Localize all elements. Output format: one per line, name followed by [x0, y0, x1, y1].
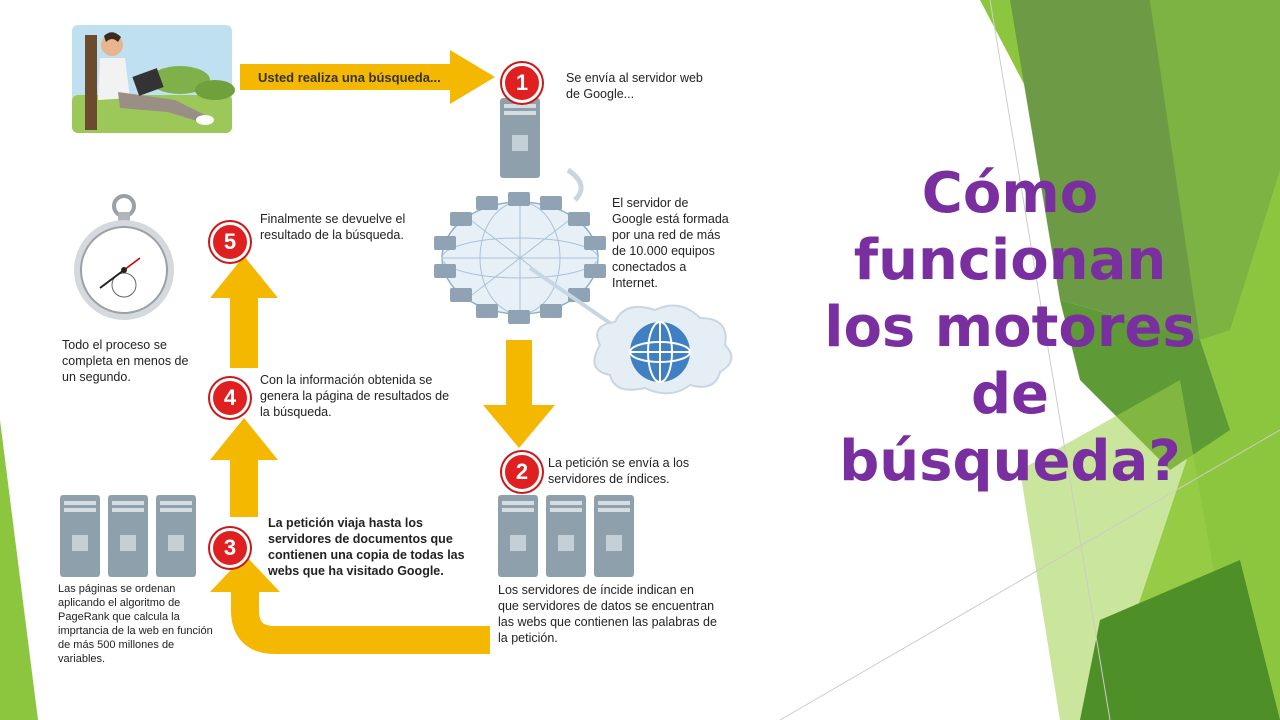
arrow-to-step-2 — [483, 340, 555, 448]
right-green-band-mid — [1150, 0, 1280, 340]
step-3-text: La petición viaja hasta los servidores d… — [268, 516, 465, 578]
step-4-text: Con la información obtenida se genera la… — [260, 373, 450, 419]
right-bottom-dark — [1080, 560, 1280, 720]
arrow-to-step-4 — [210, 418, 278, 517]
step-1-text: Se envía al servidor web de Google... — [566, 71, 703, 101]
google-server-note: El servidor de Google está formada por u… — [612, 196, 729, 290]
person-laptop-illustration — [72, 25, 235, 133]
index-servers-note: Los servidores de íncide indican en que … — [498, 583, 717, 645]
thin-line — [989, 0, 1111, 720]
step-5-text: Finalmente se devuelve el resultado de l… — [260, 212, 406, 242]
arrow-to-step-5 — [210, 256, 278, 368]
step-2-text: La petición se envía a los servidores de… — [548, 456, 690, 486]
slide-title: Cómo funcionan los motores de búsqueda? — [824, 161, 1196, 494]
index-servers-icon — [498, 495, 634, 577]
right-green-band-dark — [1010, 0, 1200, 340]
step-2-badge: 2 — [502, 452, 542, 492]
server-icon — [500, 98, 540, 178]
step-3-badge: 3 — [210, 528, 250, 568]
thin-line-2 — [779, 429, 1280, 720]
globe-icon — [593, 304, 733, 395]
step-4-badge: 4 — [210, 378, 250, 418]
document-servers-icon — [60, 495, 196, 577]
total-time-note: Todo el proceso se completa en menos de … — [62, 338, 189, 384]
stopwatch-icon — [74, 194, 174, 320]
search-arrow-label: Usted realiza una búsqueda... — [258, 70, 441, 85]
step-1-badge: 1 — [502, 63, 542, 103]
left-green-triangle — [0, 420, 38, 720]
arrow-to-step-1 — [240, 50, 495, 104]
step-5-badge: 5 — [210, 222, 250, 262]
arrow-to-step-3 — [210, 555, 490, 654]
pagerank-note: Las páginas se ordenan aplicando el algo… — [58, 583, 213, 665]
